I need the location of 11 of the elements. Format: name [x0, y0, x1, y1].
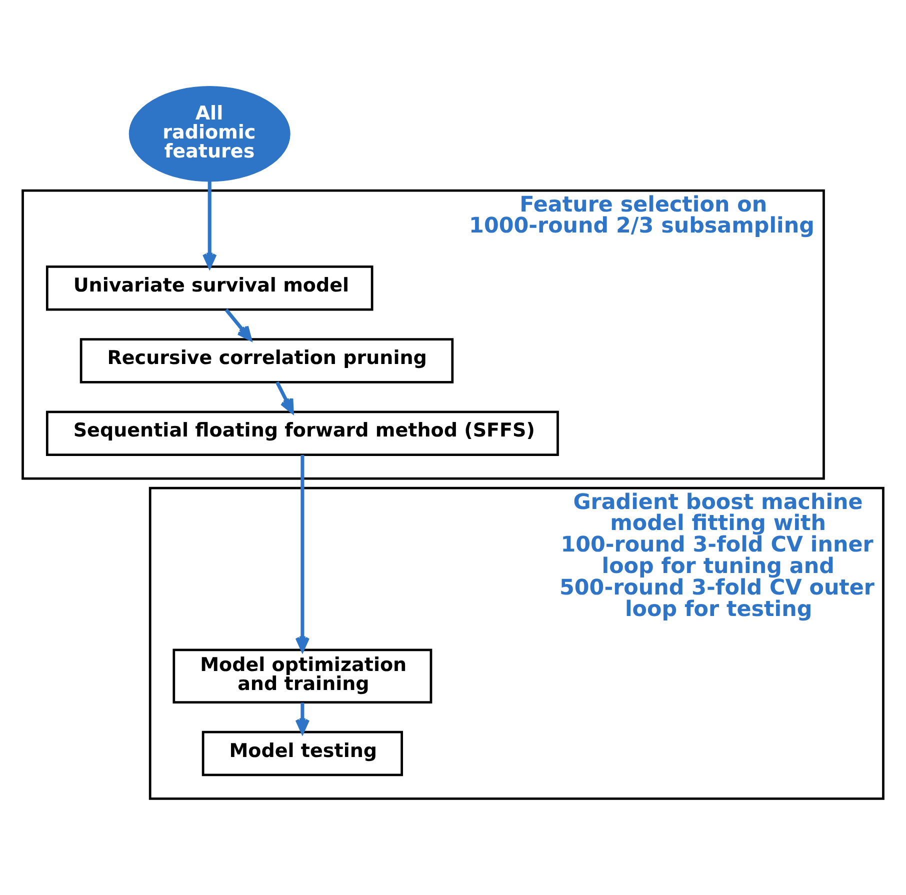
arrow: [295, 455, 310, 652]
node-box: Model optimization and training: [172, 648, 432, 704]
node-box: Univariate survival model: [46, 266, 374, 311]
arrow: [224, 308, 252, 341]
node-box: Sequential floating forward method (SFFS): [46, 410, 559, 456]
arrow: [202, 181, 217, 268]
arrow: [295, 702, 310, 734]
node-box: Model testing: [202, 730, 404, 776]
node-ellipse: All radiomic features: [128, 86, 290, 182]
node-box: Recursive correlation pruning: [80, 338, 454, 384]
arrow: [275, 381, 294, 414]
